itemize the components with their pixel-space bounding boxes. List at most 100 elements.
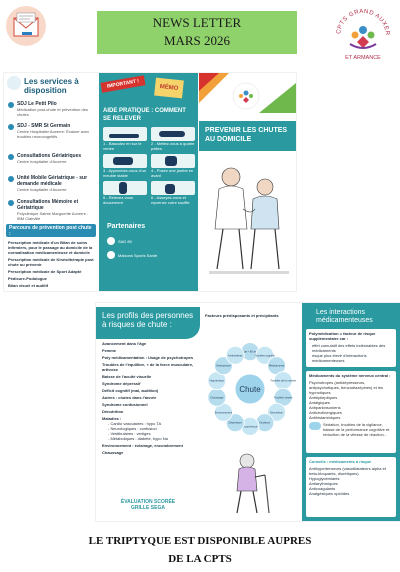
person-icon bbox=[151, 127, 195, 141]
interactions-panel: Les interactions médicamenteuses Polyméd… bbox=[302, 303, 400, 521]
drug-note: Sédation, troubles de la vigilance, bais… bbox=[323, 422, 390, 437]
service-bullet-icon bbox=[8, 102, 14, 108]
step-card: 3 - Approchez-vous d'un meuble stable bbox=[103, 154, 147, 178]
service-title: Consultations Mémoire et Gériatrique bbox=[17, 199, 79, 211]
step-card: 4 - Posez une jambe en avant bbox=[151, 154, 195, 178]
factor-label: Antécédents bbox=[228, 353, 243, 357]
diagram-caption: Facteurs prédisposants et précipitants bbox=[205, 313, 279, 318]
parcours-item: Pédicure-Podologue bbox=[8, 276, 47, 281]
step-card: 2 - Mettez-vous à quatre pattes bbox=[151, 127, 195, 151]
important-text: IMPORTANT ! bbox=[106, 78, 140, 90]
factor-label: Environnement bbox=[215, 410, 233, 414]
conseils-title: Conseils : médicaments à risque bbox=[309, 459, 372, 464]
drug-item: Anticholinergiques bbox=[309, 410, 342, 415]
footer-line2: DE LA CPTS bbox=[168, 553, 232, 565]
profil-item: Syndrome confusionnel bbox=[102, 402, 148, 407]
services-title: Les services à disposition bbox=[24, 77, 79, 95]
service-desc: Centre hospitalier d'Auxerre bbox=[17, 187, 67, 192]
chute-panel: Facteurs prédisposants et précipitants Â… bbox=[201, 303, 299, 521]
step-label: 5 - Relevez-vous doucement bbox=[103, 195, 134, 205]
memo-text: MÉMO bbox=[159, 84, 179, 92]
step-card: 1 - Basculez en sur le ventre bbox=[103, 127, 147, 151]
person-icon bbox=[103, 127, 147, 141]
parcours-title: Parcours de prévention post chute : bbox=[9, 225, 92, 237]
service-title: Unité Mobile Gériatrique - sur demande m… bbox=[17, 175, 88, 187]
profil-item: Baisse de l'acuité visuelle bbox=[102, 374, 152, 379]
partner-logo-icon bbox=[107, 251, 115, 259]
profil-item: Environnement : éclairage, encombrement bbox=[102, 443, 183, 448]
person-icon bbox=[103, 154, 147, 168]
elderly-walker-illustration bbox=[236, 453, 270, 514]
service-desc: Centre hospitalier d'Auxerre bbox=[17, 159, 67, 164]
conseil-item: Antihypertenseurs (vasodilatateurs alpha… bbox=[309, 466, 386, 476]
service-desc: Médication post-chute et prévention des … bbox=[17, 107, 88, 117]
evaluation-label: ÉVALUATION SCORÉE GRILLE SEGA bbox=[120, 499, 176, 511]
parcours-title-bar: Parcours de prévention post chute : bbox=[6, 224, 96, 237]
factor-label: Médicaments bbox=[269, 364, 285, 368]
factor-label: Troubles de la marche bbox=[270, 379, 296, 383]
step-label: 4 - Posez une jambe en avant bbox=[151, 168, 194, 178]
service-desc: Polyclinique Sainte Marguerite Auxerre -… bbox=[17, 211, 89, 221]
partenaire-label: SAD 89 bbox=[118, 238, 132, 244]
service-item: SDJ - SMR St Germain Centre Hospitalier … bbox=[8, 123, 96, 139]
profil-item: Dénutrition bbox=[102, 409, 124, 414]
profil-item: Femme bbox=[102, 348, 117, 353]
profil-item: Chaussage bbox=[102, 450, 124, 455]
profil-item: Poly médicamentation : Usage de psychotr… bbox=[102, 355, 194, 360]
step-card: 5 - Relevez-vous doucement bbox=[103, 181, 147, 205]
person-icon bbox=[151, 154, 195, 168]
factor-label: Dépression bbox=[229, 421, 243, 425]
drugs-card: Médicaments du système nerveux central :… bbox=[306, 371, 396, 453]
triptych-top: Les services à disposition SDJ Le Petit … bbox=[4, 73, 296, 291]
maladie-sub: - Vestibulaires : vertiges bbox=[108, 431, 151, 436]
step-label: 2 - Mettez-vous à quatre pattes bbox=[151, 141, 195, 151]
profil-item: Troubles de l'équilibre, « de la force m… bbox=[102, 362, 194, 372]
factor-label: Incontinence bbox=[243, 424, 258, 428]
interaction-bullet: risque plus élevé d'interactions médicam… bbox=[312, 353, 367, 363]
caregiver-illustration bbox=[201, 159, 294, 287]
person-icon bbox=[103, 181, 147, 195]
step-label: 6 - Asseyez-vous et reprenez votre souff… bbox=[151, 195, 190, 205]
service-item: Consultations Mémoire et Gériatrique Pol… bbox=[8, 199, 96, 221]
footer-line1: LE TRIPTYQUE EST DISPONIBLE AUPRES bbox=[88, 535, 312, 547]
service-desc: Centre Hospitalier Auxerre: Évaluer avec… bbox=[17, 129, 90, 139]
maladie-sub: - Métaboliques : diabète, hypo Na bbox=[108, 436, 168, 441]
cover-logo bbox=[231, 81, 261, 111]
aide-title: AIDE PRATIQUE : COMMENT SE RELEVER bbox=[103, 108, 186, 122]
conseil-item: Anticoagulants bbox=[309, 486, 336, 491]
partenaire-item: Maisons Sports Santé bbox=[107, 251, 157, 259]
partenaire-label: Maisons Sports Santé bbox=[118, 252, 158, 258]
factor-label: Dénutrition bbox=[270, 410, 283, 414]
svg-text:ET ARMANCE: ET ARMANCE bbox=[345, 55, 381, 61]
step-label: 3 - Approchez-vous d'un meuble stable bbox=[103, 168, 147, 178]
services-icon bbox=[7, 76, 21, 90]
cover-stripes bbox=[199, 73, 296, 113]
parcours-list: Prescription médicale d'un Bilan de soin… bbox=[8, 240, 96, 288]
header-subtitle: MARS 2026 bbox=[163, 33, 231, 48]
parcours-item: Prescription médicale de Kinésithérapie … bbox=[8, 257, 94, 267]
partenaires-title: Partenaires bbox=[107, 223, 146, 230]
conseil-item: Hypoglycémiants bbox=[309, 476, 340, 481]
factor-bubble bbox=[225, 345, 245, 365]
profil-item: Déficit cognitif (mal, audition) bbox=[102, 388, 159, 393]
service-title: Consultations Gériatriques bbox=[17, 153, 82, 159]
service-title: SDJ Le Petit Pilo bbox=[17, 101, 57, 107]
polymedication-text: Polymédication = facteur de risque suppl… bbox=[309, 331, 376, 341]
profil-item: Syndrome dépressif bbox=[102, 381, 141, 386]
step-card: 6 - Asseyez-vous et reprenez votre souff… bbox=[151, 181, 195, 205]
newsletter-icon bbox=[4, 4, 48, 48]
pill-icon bbox=[309, 422, 321, 430]
drug-item: Antiparkinsoniens bbox=[309, 405, 341, 410]
conseil-item: Analgésiques opioïdes bbox=[309, 491, 350, 496]
triptych-bottom: Les profils des personnes à risques de c… bbox=[96, 303, 400, 521]
interactions-card: Polymédication = facteur de risque suppl… bbox=[306, 329, 396, 367]
profils-title: Les profils des personnes à risques de c… bbox=[102, 311, 194, 329]
cover-title-bar: PREVENIR LES CHUTES AU DOMICILE bbox=[199, 121, 296, 151]
cpts-logo: CPTS GRAND AUXERROIS ET ARMANCE bbox=[327, 2, 396, 62]
service-bullet-icon bbox=[8, 200, 14, 206]
parcours-item: Prescription médicale de Sport Adapté bbox=[8, 269, 82, 274]
service-item: Consultations Gériatriques Centre hospit… bbox=[8, 153, 96, 164]
drug-intro: Médicaments du système nerveux central : bbox=[309, 373, 391, 378]
important-banner: IMPORTANT ! bbox=[100, 75, 146, 93]
